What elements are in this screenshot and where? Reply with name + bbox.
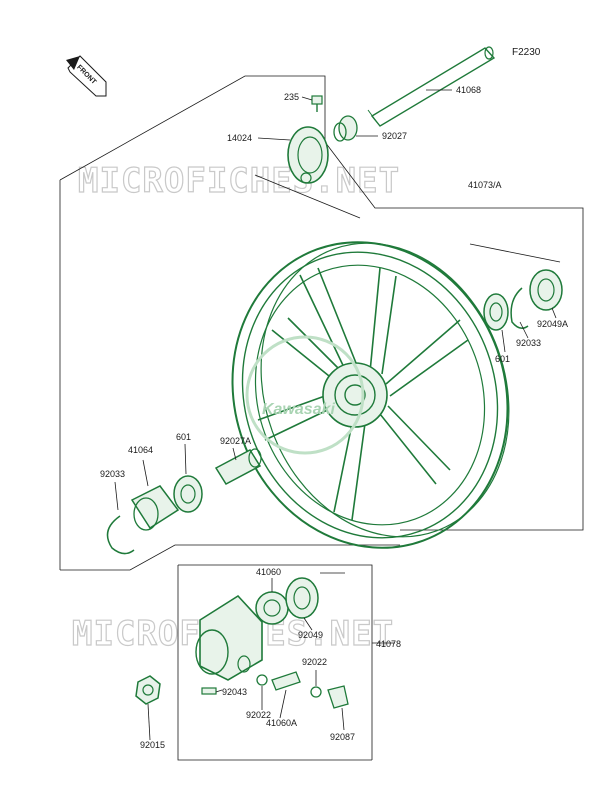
hub-subassembly-outline (177, 564, 395, 761)
label-92033-right: 92033 (516, 338, 541, 348)
front-wheel-41073A: Kawasaki (231, 241, 510, 549)
collar-92027-top (333, 115, 358, 142)
label-601-left: 601 (176, 432, 191, 442)
label-41068: 41068 (456, 85, 481, 95)
assembly-outline (59, 75, 584, 571)
label-92027-top: 92027 (382, 131, 407, 141)
label-92043: 92043 (222, 687, 247, 697)
label-41060: 41060 (256, 567, 281, 577)
left-hub-parts (106, 448, 262, 555)
label-92022-b: 92022 (246, 710, 271, 720)
label-92015: 92015 (140, 740, 165, 750)
bolt-235 (311, 95, 323, 112)
label-92049A: 92049A (537, 319, 568, 329)
label-92049: 92049 (298, 630, 323, 640)
label-92022-a: 92022 (302, 657, 327, 667)
lower-subassembly-parts (135, 577, 349, 709)
diagram-code: F2230 (512, 47, 541, 58)
label-92027A: 92027A (220, 436, 251, 446)
label-41073A: 41073/A (468, 180, 502, 190)
label-41060A: 41060A (266, 718, 297, 728)
label-41064: 41064 (128, 445, 153, 455)
axle-41068 (367, 46, 496, 127)
watermark-top: MICROFICHES.NET (78, 161, 400, 201)
label-601-right: 601 (495, 354, 510, 364)
label-14024: 14024 (227, 133, 252, 143)
wheel-logo: Kawasaki (262, 401, 335, 418)
label-92033-left: 92033 (100, 469, 125, 479)
label-41078: 41078 (376, 639, 401, 649)
right-bearing-stack (483, 269, 563, 331)
label-92087: 92087 (330, 732, 355, 742)
front-arrow-badge: FRONT (66, 55, 107, 97)
gear-housing-14024 (287, 126, 329, 184)
label-235: 235 (284, 92, 299, 102)
logo-ring (245, 335, 365, 455)
